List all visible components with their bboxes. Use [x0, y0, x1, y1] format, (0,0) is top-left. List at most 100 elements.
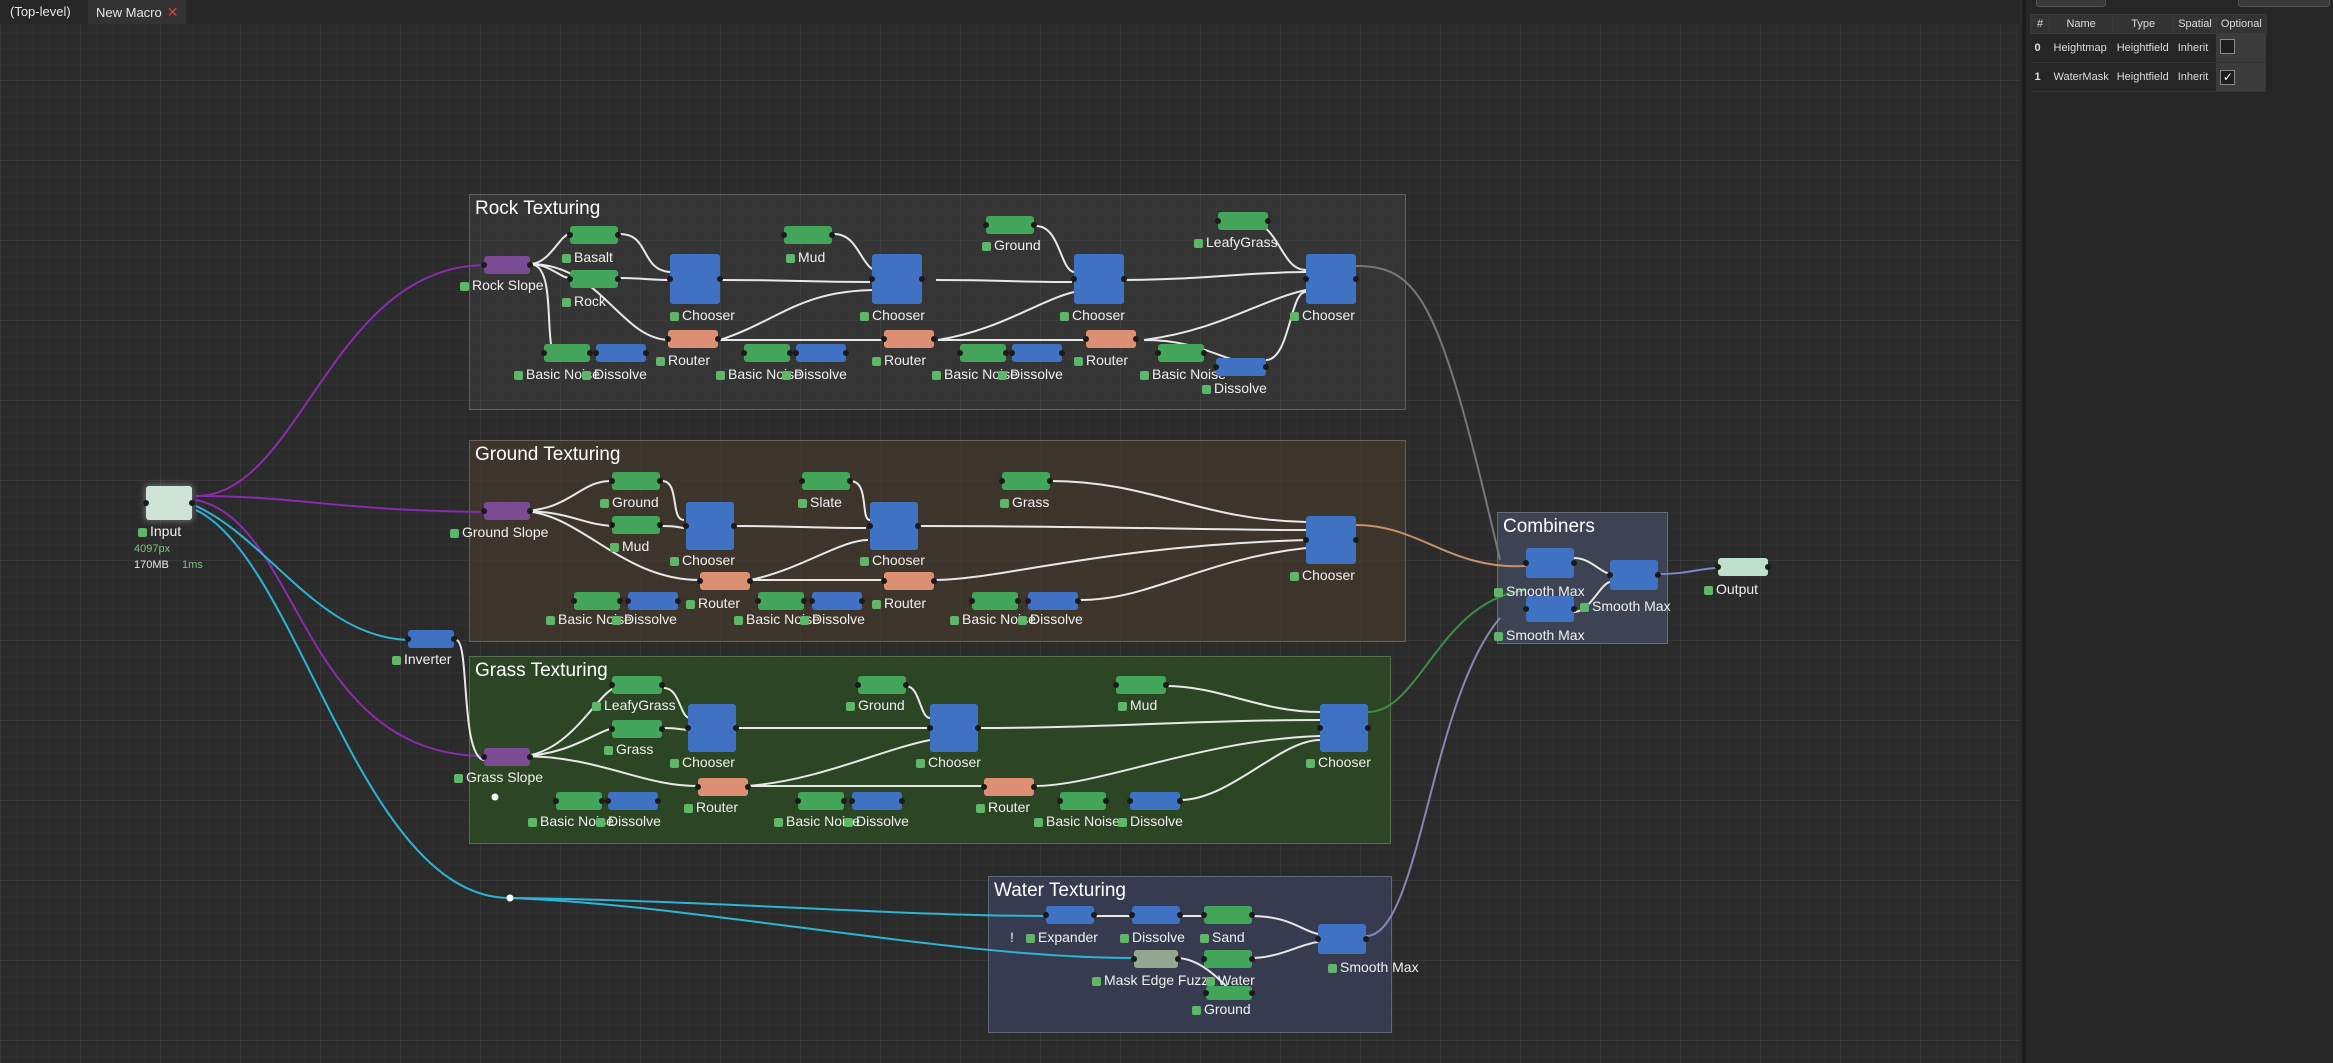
rock-chooser-1[interactable] [667, 254, 723, 304]
rock-noise-2[interactable] [741, 344, 793, 362]
ground-chooser-1[interactable] [683, 502, 737, 550]
grass-chooser-2-label: Chooser [916, 755, 981, 769]
optional-checkbox[interactable] [2220, 39, 2236, 54]
grass-texture-leafygrass[interactable] [609, 676, 665, 694]
water-smooth-max-node[interactable] [1315, 924, 1369, 954]
tab-top-level[interactable]: (Top-level) [2, 0, 79, 24]
ground-dissolve-1-label: Dissolve [612, 612, 677, 626]
port-type[interactable]: Heightfield [2112, 33, 2174, 63]
input-time: 1ms [182, 559, 203, 571]
grass-texture-mud[interactable] [1113, 676, 1169, 694]
output-node[interactable] [1715, 558, 1771, 576]
ground-router-2[interactable] [881, 572, 937, 590]
ground-dissolve-1[interactable] [625, 592, 681, 610]
rock-texture-leafygrass[interactable] [1215, 212, 1271, 230]
water-warning-icon: ! [1010, 929, 1014, 945]
water-dissolve-node[interactable] [1129, 906, 1183, 924]
port-name[interactable]: WaterMask [2049, 62, 2113, 92]
combiner-smooth-max-2[interactable] [1523, 596, 1577, 622]
port-row[interactable]: 0 Heightmap Heightfield Inherit [2030, 33, 2267, 63]
water-expander-node[interactable] [1043, 906, 1097, 924]
rock-chooser-final[interactable] [1303, 254, 1359, 304]
rock-texture-basalt[interactable] [567, 226, 621, 244]
rock-dissolve-3[interactable] [1009, 344, 1065, 362]
grass-router-2[interactable] [981, 778, 1037, 796]
inverter-node[interactable] [405, 630, 457, 648]
rock-texture-leafygrass-label: LeafyGrass [1194, 235, 1278, 249]
grass-noise-3[interactable] [1057, 792, 1109, 810]
input-node[interactable] [143, 486, 195, 520]
ground-chooser-final[interactable] [1303, 516, 1359, 564]
water-texture-water[interactable] [1201, 950, 1255, 968]
rock-texture-rock[interactable] [567, 270, 621, 288]
grass-dissolve-3[interactable] [1127, 792, 1183, 810]
rock-texture-ground[interactable] [983, 216, 1037, 234]
ground-texture-ground[interactable] [609, 472, 663, 490]
grass-slope-node[interactable] [481, 748, 533, 766]
rock-dissolve-2[interactable] [793, 344, 849, 362]
ground-chooser-final-label: Chooser [1290, 568, 1355, 582]
grass-noise-2[interactable] [795, 792, 847, 810]
ground-chooser-2[interactable] [867, 502, 921, 550]
ground-dissolve-2[interactable] [809, 592, 865, 610]
rock-slope-node[interactable] [481, 256, 533, 274]
rock-noise-1[interactable] [541, 344, 593, 362]
ground-noise-1[interactable] [571, 592, 623, 610]
grass-chooser-final[interactable] [1317, 704, 1371, 752]
water-texture-sand[interactable] [1201, 906, 1255, 924]
add-port-button[interactable] [2036, 0, 2106, 7]
optional-checkbox[interactable]: ✓ [2220, 69, 2236, 85]
ground-noise-2[interactable] [755, 592, 807, 610]
ground-texture-mud[interactable] [609, 516, 663, 534]
grass-texture-grass-label: Grass [604, 742, 653, 756]
combiner-smooth-max-3[interactable] [1607, 560, 1661, 590]
grass-chooser-1[interactable] [685, 704, 739, 752]
ground-router-1[interactable] [697, 572, 753, 590]
rock-router-3[interactable] [1083, 330, 1139, 348]
rock-chooser-3[interactable] [1071, 254, 1127, 304]
rock-router-2[interactable] [881, 330, 937, 348]
ground-texture-grass[interactable] [999, 472, 1053, 490]
tab-new-macro[interactable]: New Macro ✕ [88, 0, 187, 24]
group-water-texturing[interactable]: Water Texturing [988, 876, 1392, 1033]
ground-dissolve-3[interactable] [1025, 592, 1081, 610]
rock-dissolve-4[interactable] [1213, 358, 1269, 376]
grass-router-1[interactable] [695, 778, 751, 796]
grass-texture-ground[interactable] [855, 676, 909, 694]
delete-selected-button[interactable] [2238, 0, 2330, 7]
port-spatial[interactable]: Inherit [2173, 33, 2217, 63]
ground-texture-slate[interactable] [799, 472, 853, 490]
ground-chooser-2-label: Chooser [860, 553, 925, 567]
close-icon[interactable]: ✕ [166, 4, 179, 20]
grass-chooser-2[interactable] [927, 704, 981, 752]
grass-dissolve-2[interactable] [849, 792, 905, 810]
rock-chooser-2[interactable] [869, 254, 925, 304]
node-graph-canvas[interactable]: (Top-level) New Macro✕ Rock Texturing Gr… [0, 0, 2020, 1063]
tab-label: New Macro [96, 5, 162, 20]
rock-noise-3[interactable] [957, 344, 1009, 362]
grass-dissolve-1[interactable] [605, 792, 661, 810]
water-texture-ground[interactable] [1203, 986, 1255, 1000]
ground-slope-node[interactable] [481, 502, 533, 520]
grass-noise-1[interactable] [553, 792, 605, 810]
rock-router-1[interactable] [665, 330, 721, 348]
grass-texture-grass[interactable] [609, 720, 665, 738]
port-spatial[interactable]: Inherit [2173, 62, 2217, 92]
rock-noise-4[interactable] [1155, 344, 1207, 362]
rock-dissolve-1[interactable] [593, 344, 649, 362]
ground-router-1-label: Router [686, 596, 740, 610]
port-row[interactable]: 1 WaterMask Heightfield Inherit ✓ [2030, 62, 2267, 92]
rock-texture-mud[interactable] [781, 226, 835, 244]
grass-chooser-final-label: Chooser [1306, 755, 1371, 769]
wire [195, 264, 485, 497]
combiner-smooth-max-1[interactable] [1523, 548, 1577, 578]
wire [195, 509, 511, 899]
water-mask-edge-fuzz-node[interactable] [1131, 950, 1181, 968]
ground-noise-3[interactable] [969, 592, 1021, 610]
port-type[interactable]: Heightfield [2112, 62, 2174, 92]
ground-dissolve-3-label: Dissolve [1018, 612, 1083, 626]
port-name[interactable]: Heightmap [2049, 33, 2113, 63]
ground-texture-slate-label: Slate [798, 495, 842, 509]
rock-slope-label: Rock Slope [460, 278, 544, 292]
